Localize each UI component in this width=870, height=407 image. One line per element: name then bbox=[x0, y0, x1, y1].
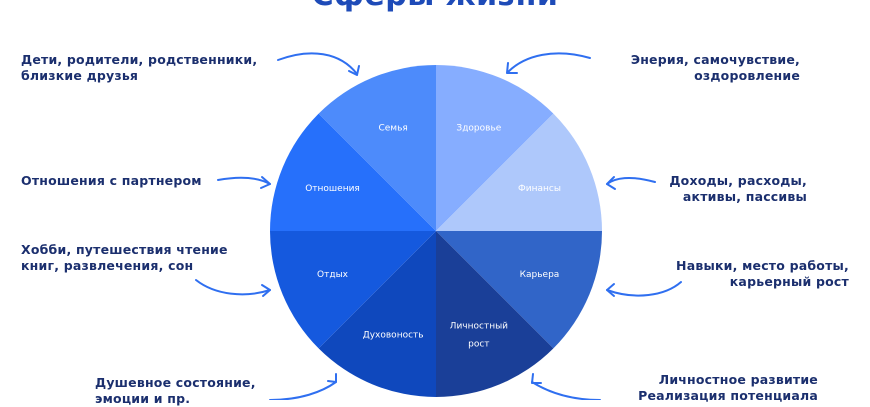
note-family: Дети, родители, родственники, близкие др… bbox=[21, 52, 257, 84]
pie-slice-3 bbox=[436, 231, 554, 397]
page-title: Сферы жизни bbox=[0, 0, 870, 13]
note-career: Навыки, место работы, карьерный рост bbox=[676, 258, 849, 290]
note-line: карьерный рост bbox=[729, 274, 849, 289]
note-line: Навыки, место работы, bbox=[676, 258, 849, 273]
note-line: оздоровление bbox=[694, 68, 800, 83]
note-line: близкие друзья bbox=[21, 68, 139, 83]
note-rest: Хобби, путешествия чтение книг, развлече… bbox=[21, 242, 228, 274]
note-line: эмоции и пр. bbox=[95, 391, 191, 406]
note-line: книг, развлечения, сон bbox=[21, 258, 194, 273]
pie-slice-4 bbox=[318, 231, 436, 397]
pie-slice-1 bbox=[436, 113, 602, 231]
note-line: Реализация потенциала bbox=[638, 388, 818, 403]
note-relationships: Отношения с партнером bbox=[21, 173, 202, 189]
pie-slice-2 bbox=[436, 231, 602, 349]
pie-slice-6 bbox=[270, 113, 436, 231]
pie-slice-5 bbox=[270, 231, 436, 349]
note-line: Дети, родители, родственники, bbox=[21, 52, 258, 67]
note-line: активы, пассивы bbox=[682, 189, 807, 204]
pie-slice-label: Отношения bbox=[305, 184, 360, 194]
pie-slice-label: Карьера bbox=[520, 270, 560, 280]
note-line: Отношения с партнером bbox=[21, 173, 202, 188]
note-growth: Личностное развитие Реализация потенциал… bbox=[638, 372, 818, 404]
note-line: Хобби, путешествия чтение bbox=[21, 242, 228, 257]
note-line: Энерия, самочувствие, bbox=[630, 52, 800, 67]
pie-slice-label: Отдых bbox=[317, 270, 349, 280]
pie-slice-label: Здоровье bbox=[456, 124, 501, 134]
pie-slice-7 bbox=[318, 65, 436, 231]
pie-slice-label: Семья bbox=[378, 124, 407, 134]
pie-slice-label: Финансы bbox=[518, 184, 561, 194]
note-line: Доходы, расходы, bbox=[669, 173, 807, 188]
note-health: Энерия, самочувствие, оздоровление bbox=[631, 52, 800, 84]
pie-slice-label: Духовоность bbox=[363, 330, 424, 340]
note-line: Душевное состояние, bbox=[95, 375, 256, 390]
note-finance: Доходы, расходы, активы, пассивы bbox=[669, 173, 807, 205]
note-line: Личностное развитие bbox=[658, 372, 818, 387]
note-spirituality: Душевное состояние, эмоции и пр. bbox=[95, 375, 256, 407]
pie-slice-0 bbox=[436, 65, 554, 231]
